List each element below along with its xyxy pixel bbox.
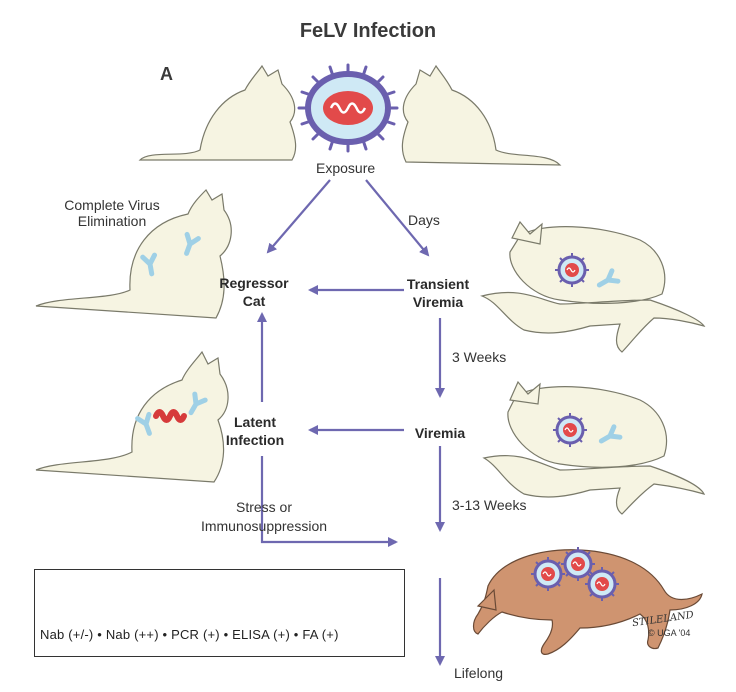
edge-lifelong: Lifelong — [454, 665, 504, 681]
edge-three-thirteen-weeks: 3-13 Weeks — [452, 497, 527, 513]
legend-text: Nab (+/-) • Nab (++) • PCR (+) • ELISA (… — [40, 627, 339, 642]
arrow-exposure-to-transient — [365, 179, 430, 257]
edge-days: Days — [408, 212, 440, 228]
node-viremia: Viremia — [414, 425, 466, 441]
eliminated-cat — [35, 189, 232, 319]
latent-cat — [35, 350, 229, 483]
legend-box — [34, 569, 405, 657]
persistent-infection-cat — [472, 545, 703, 655]
node-latent-infection: Latent Infection — [225, 414, 285, 448]
exposure-cat-left — [138, 64, 297, 161]
node-transient-viremia: Transient Viremia — [406, 276, 470, 310]
node-complete-elimination: Complete Virus Elimination — [64, 197, 160, 229]
copyright-note: © UGA '04 — [648, 628, 691, 638]
node-regressor-cat: Regressor Cat — [219, 275, 289, 309]
figure-title: FeLV Infection — [299, 20, 437, 42]
viremia-cat — [482, 380, 706, 515]
exposure-cat-right — [401, 64, 562, 166]
panel-label: A — [160, 64, 173, 84]
arrow-exposure-to-regressor — [266, 179, 331, 254]
edge-three-weeks: 3 Weeks — [452, 349, 507, 365]
node-exposure: Exposure — [316, 160, 376, 176]
arrow-stress-to-persistent — [260, 456, 398, 547]
transient-viremia-cat — [480, 220, 706, 353]
exposure-virus-icon — [297, 63, 399, 153]
edge-stress: Stress or Immunosuppression — [200, 499, 328, 534]
flow-arrows — [257, 179, 445, 666]
